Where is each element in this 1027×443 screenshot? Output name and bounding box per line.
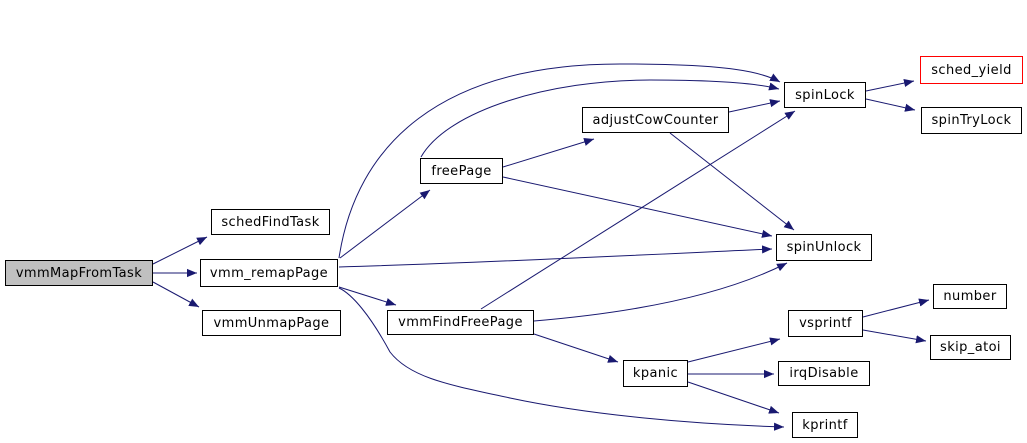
edge-vmmMapFromTask-vmmUnmapPage — [152, 281, 200, 308]
node-label: irqDisable — [789, 366, 859, 381]
edge-spinLock-sched_yield — [865, 79, 915, 92]
node-label: vmmMapFromTask — [15, 265, 143, 281]
edge-vmm_remapPage-spinLock — [338, 63, 781, 259]
edge-freePage-adjustCowCounter — [502, 138, 595, 168]
node-spinUnlock[interactable]: spinUnlock — [776, 234, 872, 261]
edge-vmm_remapPage-freePage — [339, 189, 431, 259]
edge-vmmFindFreePage-spinUnlock — [533, 262, 788, 322]
edge-vsprintf-number — [862, 298, 930, 318]
edge-vsprintf-skip_atoi — [862, 329, 927, 344]
edge-kpanic-kprintf — [687, 381, 780, 414]
node-kprintf[interactable]: kprintf — [792, 412, 858, 438]
node-irqDisable[interactable]: irqDisable — [778, 361, 870, 386]
node-skip_atoi[interactable]: skip_atoi — [930, 335, 1011, 360]
node-number[interactable]: number — [933, 284, 1007, 309]
node-label: spinUnlock — [786, 240, 862, 255]
node-spinTryLock[interactable]: spinTryLock — [921, 107, 1022, 134]
edge-spinLock-spinTryLock — [865, 98, 916, 112]
node-label: kprintf — [802, 417, 848, 433]
node-vsprintf[interactable]: vsprintf — [788, 310, 863, 337]
node-label: freePage — [431, 163, 492, 179]
edge-vmmFindFreePage-kpanic — [533, 333, 619, 363]
node-vmmMapFromTask: vmmMapFromTask — [5, 260, 153, 286]
edge-vmm_remapPage-vmmFindFreePage — [338, 286, 397, 306]
node-kpanic[interactable]: kpanic — [623, 360, 688, 387]
node-freePage[interactable]: freePage — [420, 158, 503, 184]
node-spinLock[interactable]: spinLock — [784, 82, 866, 108]
edge-kpanic-vsprintf — [687, 337, 781, 363]
node-vmmFindFreePage[interactable]: vmmFindFreePage — [387, 310, 534, 335]
node-vmm_remapPage[interactable]: vmm_remapPage — [200, 259, 338, 287]
edge-vmm_remapPage-kprintf — [338, 287, 785, 431]
node-label: spinLock — [795, 87, 855, 103]
node-label: sched_yield — [931, 62, 1012, 78]
edge-vmmMapFromTask-schedFindTask — [152, 236, 208, 265]
node-label: vsprintf — [799, 316, 852, 331]
edge-freePage-spinLock — [420, 79, 780, 158]
node-adjustCowCounter[interactable]: adjustCowCounter — [582, 107, 729, 133]
node-schedFindTask[interactable]: schedFindTask — [211, 209, 330, 235]
edge-adjustCowCounter-spinLock — [728, 99, 781, 113]
node-label: spinTryLock — [931, 113, 1012, 128]
edge-vmm_remapPage-spinUnlock — [338, 245, 773, 268]
edge-freePage-spinUnlock — [502, 176, 773, 238]
edge-adjustCowCounter-spinUnlock — [669, 132, 795, 231]
edge-vmmFindFreePage-spinLock — [480, 110, 796, 310]
node-sched_yield[interactable]: sched_yield — [920, 56, 1023, 84]
node-label: skip_atoi — [940, 340, 1001, 355]
node-label: number — [943, 289, 997, 304]
node-vmmUnmapPage[interactable]: vmmUnmapPage — [202, 310, 341, 336]
node-label: adjustCowCounter — [592, 112, 719, 128]
node-label: vmm_remapPage — [209, 265, 329, 281]
node-label: kpanic — [632, 366, 679, 381]
node-label: vmmFindFreePage — [398, 315, 523, 330]
node-label: schedFindTask — [221, 214, 320, 230]
node-label: vmmUnmapPage — [213, 315, 330, 331]
